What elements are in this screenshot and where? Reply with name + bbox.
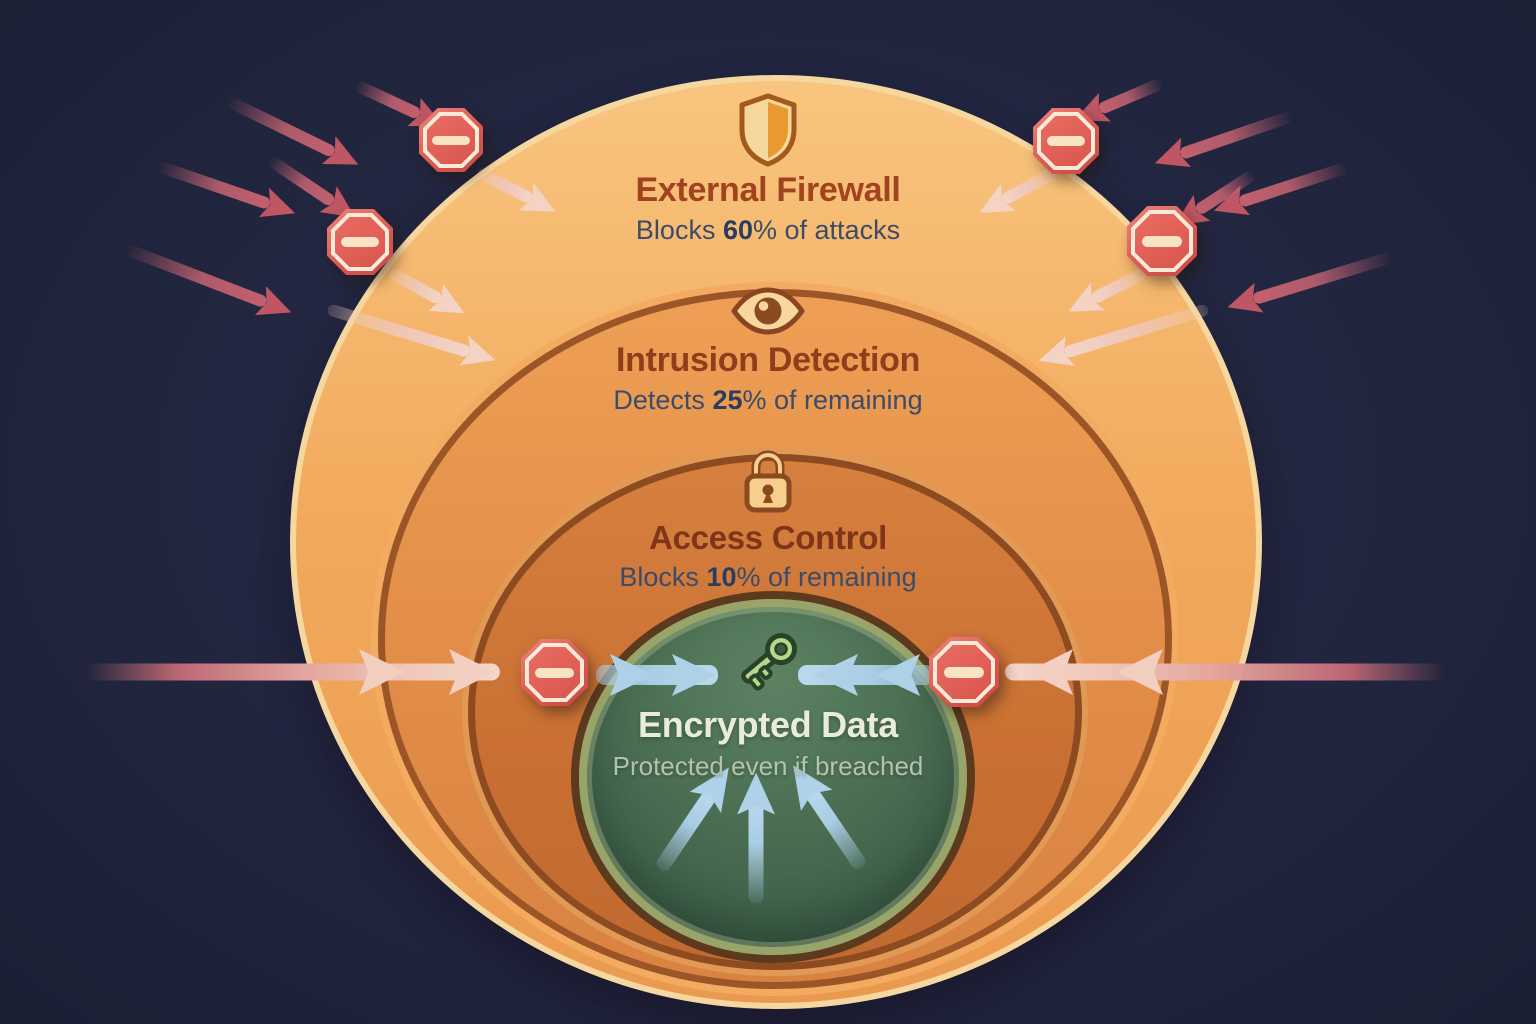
allowed-arrow-left [596, 652, 718, 698]
layer-stat: Blocks 60% of attacks [635, 215, 901, 245]
stop-sign-icon [1033, 108, 1099, 174]
layer-title: External Firewall [635, 171, 901, 209]
attack-arrow-horizontal-left [85, 649, 500, 695]
layer-title: Encrypted Data [638, 704, 898, 745]
stop-sign-icon [929, 637, 999, 707]
label-external-firewall: External Firewall Blocks 60% of attacks [438, 93, 1098, 246]
layer-title: Access Control [649, 519, 887, 556]
layer-circle-encrypted-data [579, 599, 967, 955]
key-icon [741, 633, 798, 691]
layer-subtitle: Protected even if breached [612, 751, 924, 781]
stop-sign-icon [521, 639, 588, 706]
layer-stat: Blocks 10% of remaining [619, 562, 917, 592]
label-encrypted-data: Encrypted Data Protected even if breache… [438, 620, 1098, 782]
stop-sign-icon [327, 209, 393, 275]
lock-icon [744, 450, 792, 513]
layer-title: Intrusion Detection [615, 341, 921, 379]
label-access-control: Access Control Blocks 10% of remaining [438, 449, 1098, 593]
stop-sign-icon [1127, 206, 1197, 276]
stop-sign-icon [419, 108, 483, 172]
label-intrusion-detection: Intrusion Detection Detects 25% of remai… [438, 287, 1098, 416]
allowed-arrow-up [748, 803, 764, 904]
layer-stat: Detects 25% of remaining [613, 385, 923, 415]
shield-icon [739, 93, 797, 167]
eye-icon [731, 287, 805, 335]
